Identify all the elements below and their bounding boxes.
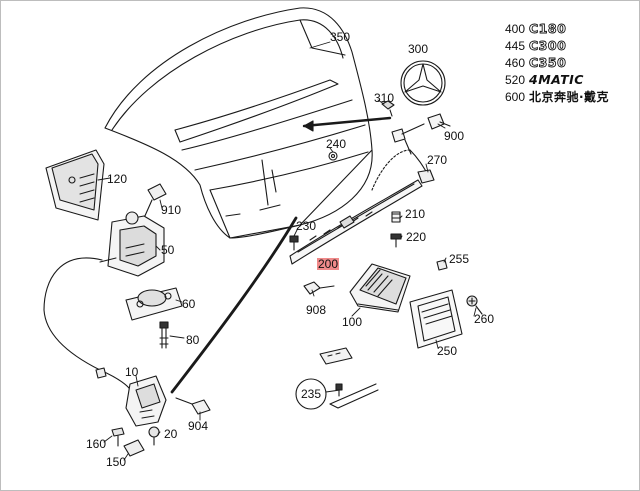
callout-260: 260 xyxy=(474,312,495,326)
callout-904: 904 xyxy=(188,419,209,433)
legend-row: 460 C350 xyxy=(505,54,609,71)
callout-310: 310 xyxy=(374,91,395,105)
callout-908: 908 xyxy=(306,303,327,317)
grommet-240 xyxy=(328,151,338,161)
callout-60: 60 xyxy=(182,297,196,311)
screw-230 xyxy=(289,235,299,251)
connector-900 xyxy=(391,113,451,155)
star-emblem-300 xyxy=(400,60,446,106)
legend-row: 445 C300 xyxy=(505,37,609,54)
callout-230: 230 xyxy=(296,219,317,233)
legend-row: 400 C180 xyxy=(505,20,609,37)
callout-240: 240 xyxy=(326,137,347,151)
connector-904 xyxy=(175,397,211,415)
callout-235: 235 xyxy=(301,387,322,401)
screw-160 xyxy=(111,427,125,447)
clip-150 xyxy=(123,439,145,457)
license-light-bar-200 xyxy=(289,179,423,265)
bracket-group-235 xyxy=(295,347,379,410)
legend-model: 北京奔驰·戴克 xyxy=(529,90,610,104)
legend-model: C300 xyxy=(529,38,567,54)
callout-150: 150 xyxy=(106,455,127,469)
legend-row: 600 北京奔驰·戴克 xyxy=(505,88,609,105)
legend-code: 520 xyxy=(505,72,526,87)
latch-10 xyxy=(125,375,167,427)
callout-80: 80 xyxy=(186,333,200,347)
connector-908 xyxy=(303,281,335,295)
callout-50: 50 xyxy=(161,243,175,257)
wire-harness-270 xyxy=(371,149,435,191)
leader-lines xyxy=(97,41,477,461)
legend-row: 520 4MATIC xyxy=(505,71,609,88)
release-cable xyxy=(43,257,133,393)
screw-260 xyxy=(466,295,483,315)
callout-160: 160 xyxy=(86,437,107,451)
screw-20 xyxy=(148,426,160,446)
callout-120: 120 xyxy=(107,172,128,186)
connector-910 xyxy=(143,183,167,219)
clip-310 xyxy=(381,100,395,117)
plate-frame-250 xyxy=(409,289,463,349)
callout-100: 100 xyxy=(342,315,363,329)
screw-220 xyxy=(390,233,402,248)
clip-255 xyxy=(436,259,448,271)
callout-910: 910 xyxy=(161,203,182,217)
callout-20: 20 xyxy=(164,427,178,441)
callout-200-highlighted: 200 xyxy=(317,257,340,271)
callout-210: 210 xyxy=(405,207,426,221)
callout-300: 300 xyxy=(408,42,429,56)
legend-model: C350 xyxy=(529,55,567,71)
trim-panel-120 xyxy=(45,149,105,221)
callout-255: 255 xyxy=(449,252,470,266)
legend-code: 445 xyxy=(505,38,526,53)
legend-code: 460 xyxy=(505,55,526,70)
callout-220: 220 xyxy=(406,230,427,244)
grommet-210 xyxy=(391,211,401,223)
emblem-legend: 400 C180 445 C300 460 C350 520 4MATIC 60… xyxy=(505,20,609,105)
callout-350: 350 xyxy=(330,30,351,44)
callout-10: 10 xyxy=(125,365,139,379)
lock-actuator-50 xyxy=(99,211,165,277)
callout-270: 270 xyxy=(427,153,448,167)
trunk-lid-350 xyxy=(104,7,373,239)
release-rod xyxy=(170,116,392,394)
lamp-housing-100 xyxy=(349,263,411,313)
legend-code: 400 xyxy=(505,21,526,36)
bolt-80 xyxy=(159,321,169,349)
legend-model: C180 xyxy=(529,21,567,37)
lock-cylinder-60 xyxy=(125,287,183,321)
legend-model: 4MATIC xyxy=(529,72,584,87)
callout-250: 250 xyxy=(437,344,458,358)
legend-code: 600 xyxy=(505,89,526,104)
callout-900: 900 xyxy=(444,129,465,143)
